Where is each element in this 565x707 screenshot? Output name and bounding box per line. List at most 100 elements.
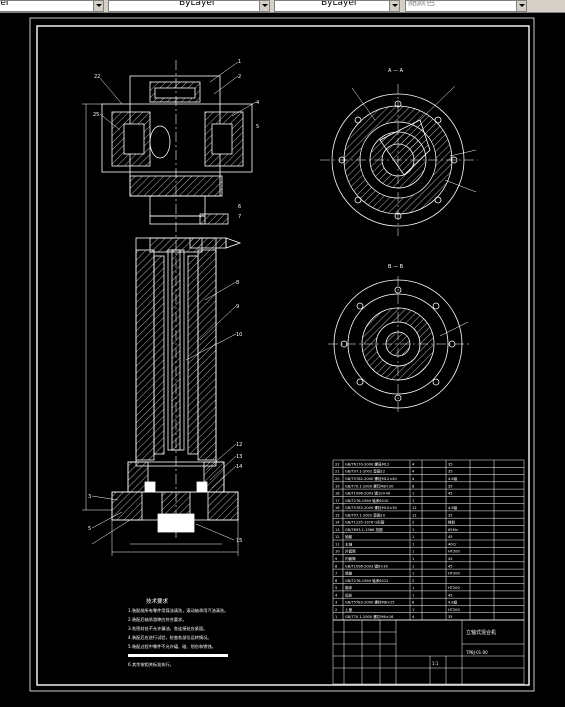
bom-cell: 2 bbox=[412, 521, 414, 525]
bom-cell: GB/T276-1994 轴承6212 bbox=[345, 578, 388, 583]
tech-req-line: 1.装配前所有零件用煤油清洗，滚动轴承用汽油清洗。 bbox=[128, 607, 228, 614]
chevron-down-icon[interactable] bbox=[516, 1, 526, 11]
bom-cell: 11 bbox=[335, 542, 340, 546]
bom-cell: 1 bbox=[412, 492, 414, 496]
part-label: 22 bbox=[94, 74, 100, 80]
lineweight-combo[interactable]: ByLayer bbox=[274, 0, 400, 12]
bom-cell: 35 bbox=[448, 470, 453, 474]
bom-cell: 8 bbox=[335, 564, 338, 568]
outer-frame bbox=[29, 17, 535, 692]
lineweight-combo-value: ByLayer bbox=[321, 0, 358, 8]
section-a-view bbox=[320, 84, 478, 236]
bom-cell: GB/T893.1-1986 挡圈 bbox=[345, 527, 383, 532]
chevron-down-icon[interactable] bbox=[389, 1, 399, 11]
bom-cell: 1 bbox=[412, 557, 414, 561]
layer-combo-value: yer bbox=[0, 0, 10, 8]
title-block-name: 立轴式混合机 bbox=[466, 629, 496, 636]
bom-cell: 1 bbox=[412, 528, 414, 532]
part-label: 3 bbox=[88, 494, 91, 500]
bom-cell: 4 bbox=[412, 470, 415, 474]
bom-cell: 9 bbox=[335, 557, 338, 561]
bom-cell: 4 bbox=[412, 462, 415, 466]
chevron-down-icon[interactable] bbox=[259, 1, 269, 11]
bom-cell: 18 bbox=[335, 492, 340, 496]
part-label: 12 bbox=[236, 442, 242, 448]
bom-cell: 1 bbox=[412, 542, 414, 546]
bom-cell: 外套筒 bbox=[345, 549, 356, 554]
linetype-combo[interactable]: ByLayer bbox=[108, 0, 270, 12]
bom-cell: 1 bbox=[412, 550, 414, 554]
bom-cell: 10 bbox=[335, 550, 340, 554]
tech-req-line: 3.各密封处不允许漏油，各连接处应紧固。 bbox=[128, 625, 207, 632]
bom-cell: GB/T70.1-2000 螺钉M6×16 bbox=[345, 614, 394, 619]
part-label: 9 bbox=[236, 304, 239, 310]
bom-cell: 齿轮 bbox=[345, 592, 353, 597]
part-label: 5 bbox=[256, 124, 259, 130]
tech-req-title: 技术要求 bbox=[146, 597, 169, 605]
bom-cell: 1 bbox=[412, 586, 414, 590]
layer-combo[interactable]: yer bbox=[0, 0, 104, 12]
bom-cell: HT200 bbox=[448, 550, 460, 554]
bom-cell: GB/T70.1-2000 螺钉M8×20 bbox=[345, 483, 394, 488]
bom-cell: 上盖 bbox=[345, 607, 353, 612]
bom-cell: 12 bbox=[412, 513, 417, 517]
tech-req-line: 5.装配过程中零件不允许磕、碰、划伤和锈蚀。 bbox=[128, 643, 216, 650]
part-label: 5 bbox=[88, 526, 91, 532]
bom-cell: GB/T97.1-2002 垫圈12 bbox=[345, 469, 385, 474]
linetype-combo-value: ByLayer bbox=[179, 0, 216, 8]
bom-cell: 2 bbox=[412, 579, 414, 583]
part-label: 8 bbox=[236, 280, 239, 286]
bom-cell: 12 bbox=[335, 535, 340, 539]
bom-cell: 4 bbox=[412, 615, 415, 619]
bom-cell: HT200 bbox=[448, 608, 460, 612]
bom-cell: GB/T1096-2003 键10×40 bbox=[345, 491, 391, 496]
bom-cell: 橡胶 bbox=[448, 520, 456, 525]
bom-cell: 45 bbox=[448, 535, 453, 539]
bom-cell: 35 bbox=[448, 462, 453, 466]
title-block: 立轴式混合机 TPBJ-01-00 1:1 bbox=[332, 619, 525, 685]
tech-req-rule bbox=[128, 654, 228, 657]
bom-cell: 12 bbox=[412, 506, 417, 510]
bom-cell: 35 bbox=[448, 513, 453, 517]
bom-cell: 4 bbox=[335, 593, 338, 597]
bom-cell: 35 bbox=[448, 484, 453, 488]
bom-cell: 45 bbox=[448, 557, 453, 561]
plotstyle-combo-value: 随颜色 bbox=[408, 0, 436, 8]
bom-cell: 1 bbox=[335, 615, 337, 619]
part-label: 7 bbox=[238, 214, 241, 220]
bom-cell: GB/T1096-2003 键8×30 bbox=[345, 563, 389, 568]
bom-cell: 65Mn bbox=[448, 528, 458, 532]
bom-cell: 13 bbox=[335, 528, 340, 532]
bom-cell: 19 bbox=[335, 484, 340, 488]
bom-cell: 6 bbox=[335, 579, 338, 583]
plotstyle-combo[interactable]: 随颜色 bbox=[405, 0, 527, 12]
bom-cell: 端盖 bbox=[345, 571, 353, 576]
bom-cell: GB/T276-1994 轴承6210 bbox=[345, 498, 389, 503]
bom-cell: 8 bbox=[412, 484, 415, 488]
bom-cell: 35 bbox=[448, 615, 453, 619]
bom-cell: 1 bbox=[412, 572, 414, 576]
part-label: 6 bbox=[238, 204, 241, 210]
bom-cell: 1 bbox=[412, 564, 414, 568]
bom-cell: 主轴 bbox=[345, 541, 353, 546]
bom-cell: 4 bbox=[412, 477, 415, 481]
chevron-down-icon[interactable] bbox=[93, 1, 103, 11]
cad-drawing: 22 25 1 2 4 5 6 7 8 9 10 12 13 14 15 3 5 bbox=[29, 17, 535, 692]
title-block-code: TPBJ-01-00 bbox=[465, 650, 488, 655]
bom-cell: GB/T5783-2000 螺栓M10×30 bbox=[345, 505, 398, 510]
bom-cell: 45 bbox=[448, 593, 453, 597]
technical-requirements: 技术要求 1.装配前所有零件用煤油清洗，滚动轴承用汽油清洗。 2.装配后轴承游隙… bbox=[128, 597, 228, 668]
bom-cell: 16 bbox=[335, 506, 340, 510]
bom-cell: 5 bbox=[335, 586, 337, 590]
bom-cell: 7 bbox=[335, 572, 337, 576]
main-assembly-view bbox=[82, 60, 257, 556]
drawing-canvas[interactable]: 22 25 1 2 4 5 6 7 8 9 10 12 13 14 15 3 5 bbox=[0, 13, 565, 703]
part-label: 14 bbox=[236, 464, 242, 470]
bom-cell: 45 bbox=[448, 564, 453, 568]
bom-cell: HT200 bbox=[448, 586, 460, 590]
bom-cell: GB/T5783-2000 螺栓M8×25 bbox=[345, 600, 395, 605]
properties-toolbar: yer ByLayer ByLayer 随颜色 bbox=[0, 0, 565, 13]
bom-cell: 21 bbox=[335, 470, 340, 474]
section-a-label: A — A bbox=[388, 68, 404, 74]
